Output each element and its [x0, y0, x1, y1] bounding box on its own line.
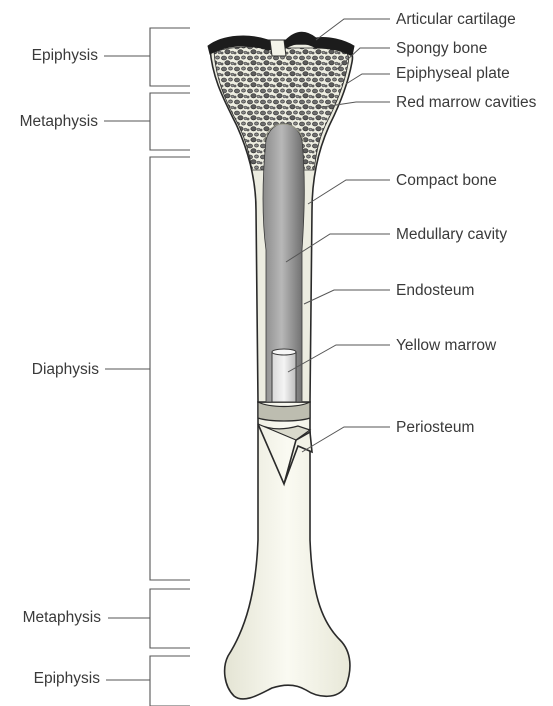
bracket-metaphysis-bottom-shape — [150, 589, 190, 648]
bracket-epiphysis-top — [104, 28, 190, 86]
lower-bone-shaft — [225, 402, 350, 699]
cartilage-notch — [270, 40, 286, 56]
yellow-marrow-top — [272, 349, 296, 355]
leader-endosteum — [304, 290, 390, 304]
leader-articular-cartilage — [316, 19, 390, 40]
yellow-marrow-cylinder — [272, 352, 296, 402]
bracket-metaphysis-top — [104, 93, 190, 150]
label-red-marrow-cavities: Red marrow cavities — [396, 94, 537, 111]
label-endosteum: Endosteum — [396, 282, 474, 299]
label-epiphysis-bottom: Epiphysis — [34, 670, 101, 687]
bracket-epiphysis-bottom-shape — [150, 656, 190, 706]
label-metaphysis-bottom: Metaphysis — [23, 609, 102, 626]
bracket-metaphysis-top-shape — [150, 93, 190, 150]
label-epiphysis-top: Epiphysis — [32, 47, 99, 64]
label-yellow-marrow: Yellow marrow — [396, 337, 497, 354]
bracket-diaphysis — [105, 157, 190, 580]
label-epiphyseal-plate: Epiphyseal plate — [396, 65, 510, 82]
label-articular-cartilage: Articular cartilage — [396, 11, 516, 28]
label-metaphysis-top: Metaphysis — [20, 113, 99, 130]
bracket-epiphysis-top-shape — [150, 28, 190, 86]
leader-compact-bone — [308, 180, 390, 204]
bracket-epiphysis-bottom — [106, 656, 190, 706]
bracket-metaphysis-bottom — [108, 589, 190, 648]
label-diaphysis: Diaphysis — [32, 361, 99, 378]
region-brackets — [104, 28, 190, 706]
bracket-diaphysis-shape — [150, 157, 190, 580]
leader-periosteum — [302, 427, 390, 452]
label-spongy-bone: Spongy bone — [396, 40, 487, 57]
label-medullary-cavity: Medullary cavity — [396, 226, 507, 243]
leader-epiphyseal-plate — [346, 74, 390, 84]
label-compact-bone: Compact bone — [396, 172, 497, 189]
label-periosteum: Periosteum — [396, 419, 474, 436]
